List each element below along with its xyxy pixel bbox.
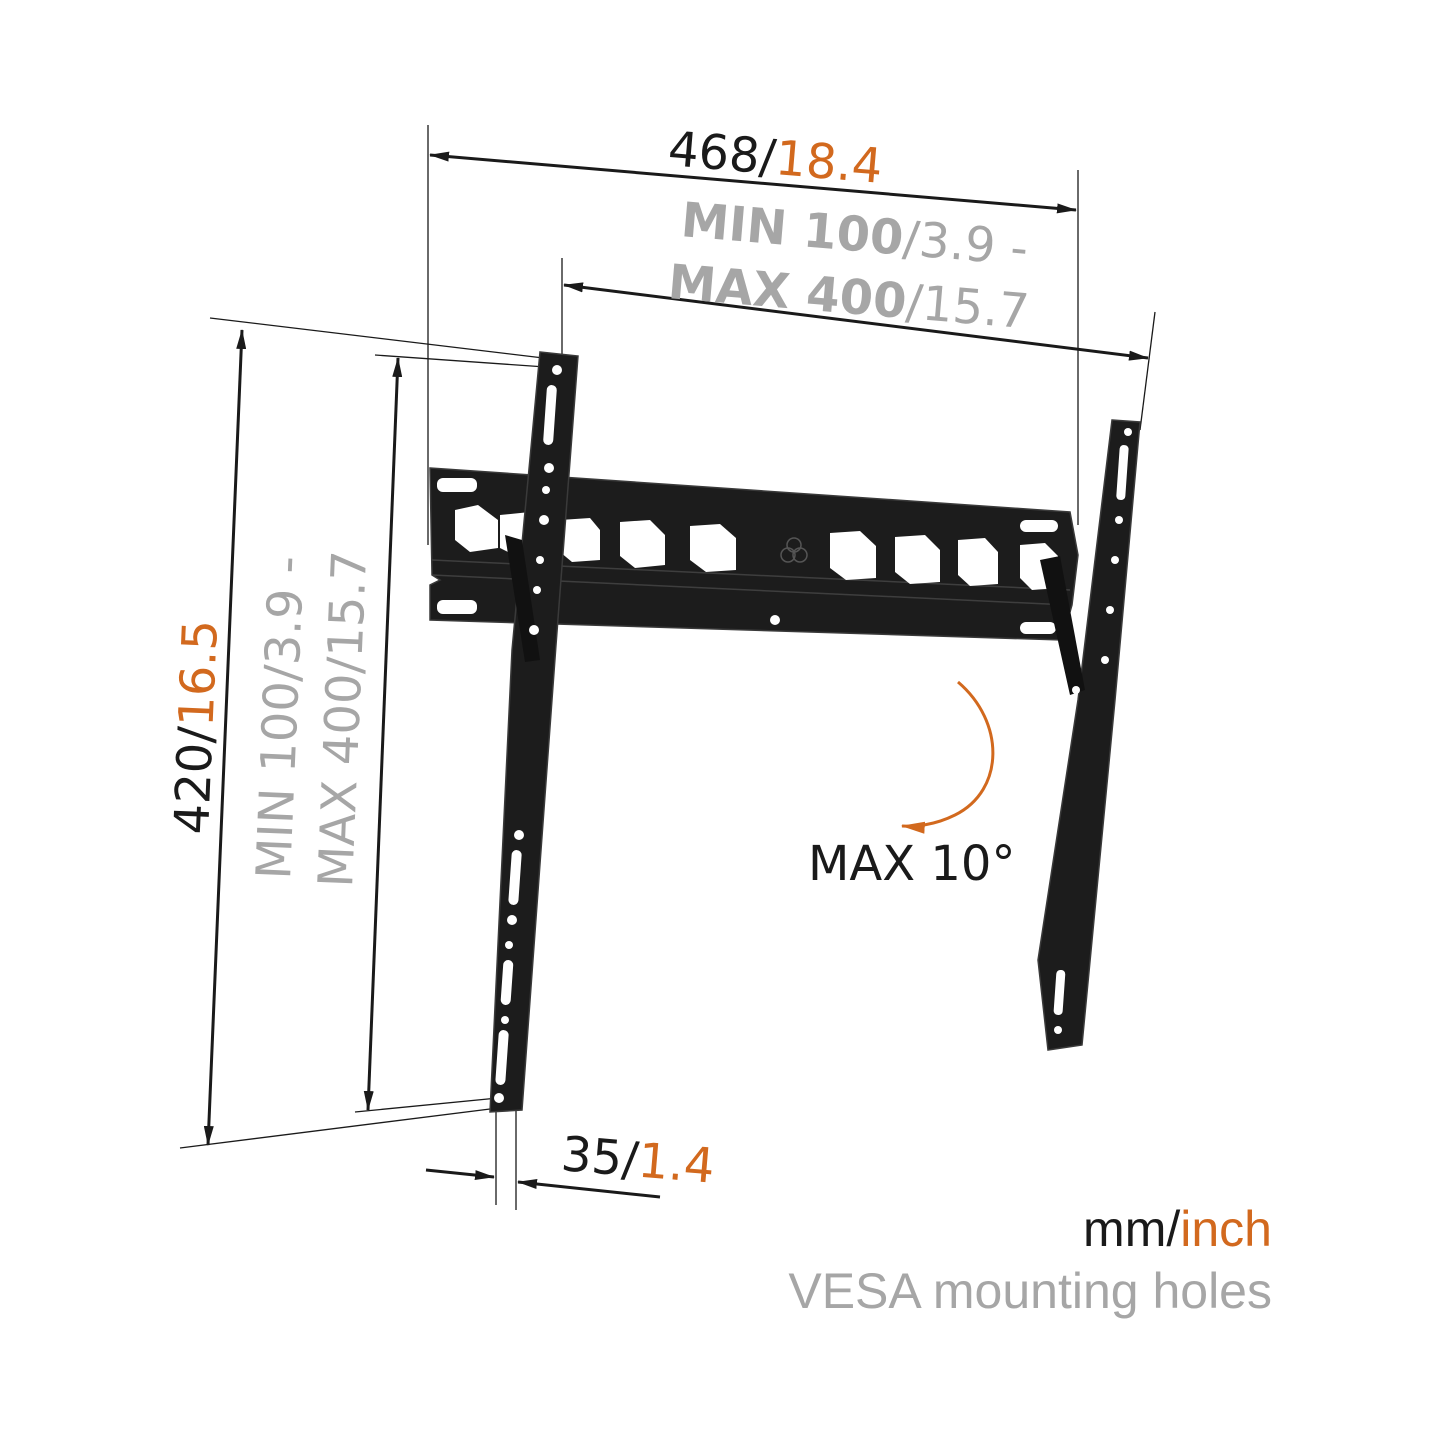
units-legend: mm/inch <box>1083 1200 1272 1258</box>
svg-text:420/16.5: 420/16.5 <box>164 619 229 836</box>
depth-dim-line-left <box>425 1168 495 1181</box>
left-tv-strap <box>489 351 579 1113</box>
hook-slots <box>455 505 1058 590</box>
right-tv-strap <box>1037 419 1141 1051</box>
overall-width-label: 468/18.4 <box>666 121 885 195</box>
vesa-width-dim-line <box>563 282 1149 361</box>
height-inch: 16.5 <box>169 619 229 728</box>
left-strap-holes <box>494 365 562 1103</box>
svg-text:35/1.4: 35/1.4 <box>559 1126 717 1195</box>
vesa-height-dim-line <box>363 357 403 1111</box>
units-mm: mm <box>1083 1201 1167 1257</box>
tilt-arrow <box>900 680 995 834</box>
depth-dim-line-right <box>517 1179 661 1199</box>
width-inch: 18.4 <box>773 130 884 195</box>
brand-logo-mark <box>780 537 808 563</box>
depth-mm: 35 <box>559 1126 625 1187</box>
vesa-width-max: MAX 400 <box>666 254 909 330</box>
units-sep: / <box>1166 1201 1181 1257</box>
vesa-height-line2: MAX 400/15.7 <box>308 549 378 888</box>
width-sep: / <box>757 129 779 186</box>
depth-inch: 1.4 <box>636 1133 717 1195</box>
svg-text:468/18.4: 468/18.4 <box>666 121 885 195</box>
right-strap-holes <box>1053 428 1132 1034</box>
wall-plate <box>429 467 1079 641</box>
units-inch: inch <box>1180 1201 1272 1257</box>
vesa-width-min: MIN 100 <box>679 192 906 266</box>
height-mm: 420 <box>164 742 224 836</box>
width-dim-line <box>429 151 1077 214</box>
vesa-note: VESA mounting holes <box>788 1263 1272 1319</box>
vesa-width-min-inch: /3.9 - <box>901 211 1030 277</box>
width-mm: 468 <box>666 121 762 184</box>
vesa-width-label: MIN 100/3.9 - MAX 400/15.7 <box>666 192 1031 340</box>
dimension-lines <box>203 151 1149 1199</box>
depth-sep: / <box>620 1131 642 1188</box>
vesa-height-line1: MIN 100/3.9 - <box>246 555 315 880</box>
overall-height-label: 420/16.5 <box>164 619 229 836</box>
tilt-label: MAX 10° <box>808 836 1015 892</box>
height-dim-line <box>203 329 247 1146</box>
vesa-width-max-inch: /15.7 <box>904 274 1031 340</box>
height-sep: / <box>168 725 225 744</box>
depth-label: 35/1.4 <box>559 1126 717 1195</box>
vesa-height-label: MIN 100/3.9 - MAX 400/15.7 <box>246 549 378 888</box>
